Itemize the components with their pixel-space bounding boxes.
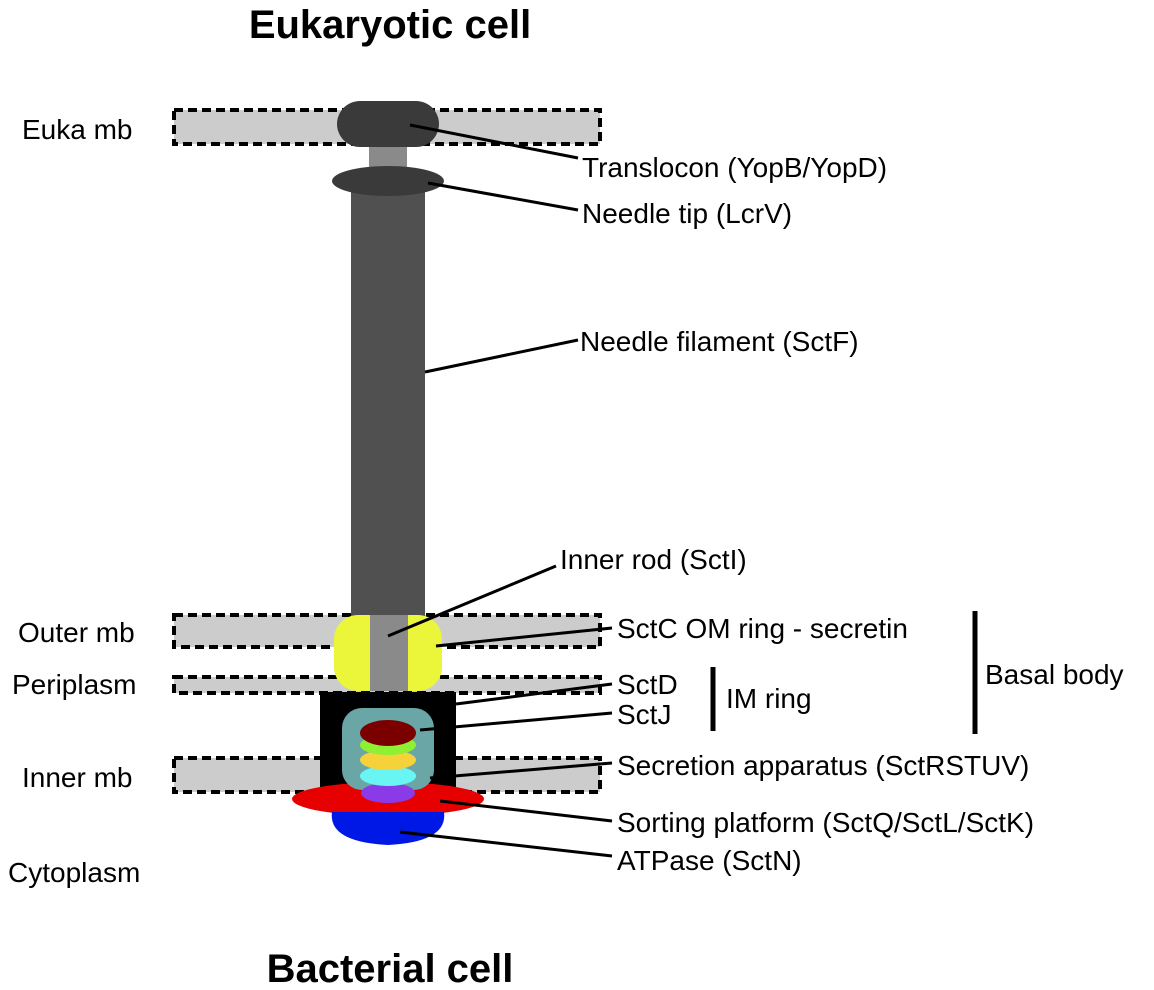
label-inner-rod: Inner rod (SctI): [560, 544, 747, 575]
label-im-ring: IM ring: [726, 683, 812, 714]
label-periplasm: Periplasm: [12, 669, 136, 700]
leader-sctc: [435, 626, 613, 648]
needle-tip: [332, 166, 444, 196]
leader-translocon: [409, 123, 579, 160]
label-euka-mb: Euka mb: [22, 114, 133, 145]
export-gate-yellow: [360, 750, 416, 770]
export-gate-cyan: [360, 766, 416, 786]
label-basal-body: Basal body: [985, 659, 1124, 690]
label-needle-tip: Needle tip (LcrV): [582, 198, 792, 229]
label-inner-mb: Inner mb: [22, 762, 133, 793]
label-needle-filament: Needle filament (SctF): [580, 326, 859, 357]
translocon: [337, 101, 439, 147]
needle-filament: [351, 188, 425, 618]
label-secretion-apparatus: Secretion apparatus (SctRSTUV): [617, 750, 1029, 781]
leader-sctj: [419, 711, 613, 732]
leader-secretion-apparatus: [429, 761, 613, 780]
label-sctd: SctD: [617, 669, 678, 700]
title-bacterial-cell: Bacterial cell: [267, 947, 514, 990]
label-sctj: SctJ: [617, 699, 671, 730]
title-eukaryotic-cell: Eukaryotic cell: [249, 3, 531, 47]
atpase: [331, 812, 445, 845]
label-cytoplasm: Cytoplasm: [8, 857, 140, 888]
leader-inner-rod: [387, 564, 557, 638]
leader-needle-tip: [427, 181, 579, 212]
label-sorting-platform: Sorting platform (SctQ/SctL/SctK): [617, 807, 1034, 838]
label-translocon: Translocon (YopB/YopD): [582, 152, 887, 183]
label-atpase: ATPase (SctN): [617, 845, 802, 876]
label-sctc: SctC OM ring - secretin: [617, 613, 908, 644]
export-gate-purple: [361, 783, 415, 803]
export-gate-darkred: [360, 720, 416, 746]
leader-sorting-platform: [439, 799, 613, 823]
label-outer-mb: Outer mb: [18, 617, 135, 648]
leader-atpase: [399, 830, 613, 858]
leader-needle-filament: [424, 338, 579, 374]
inner-rod: [370, 615, 408, 691]
leader-sctd: [455, 682, 613, 706]
